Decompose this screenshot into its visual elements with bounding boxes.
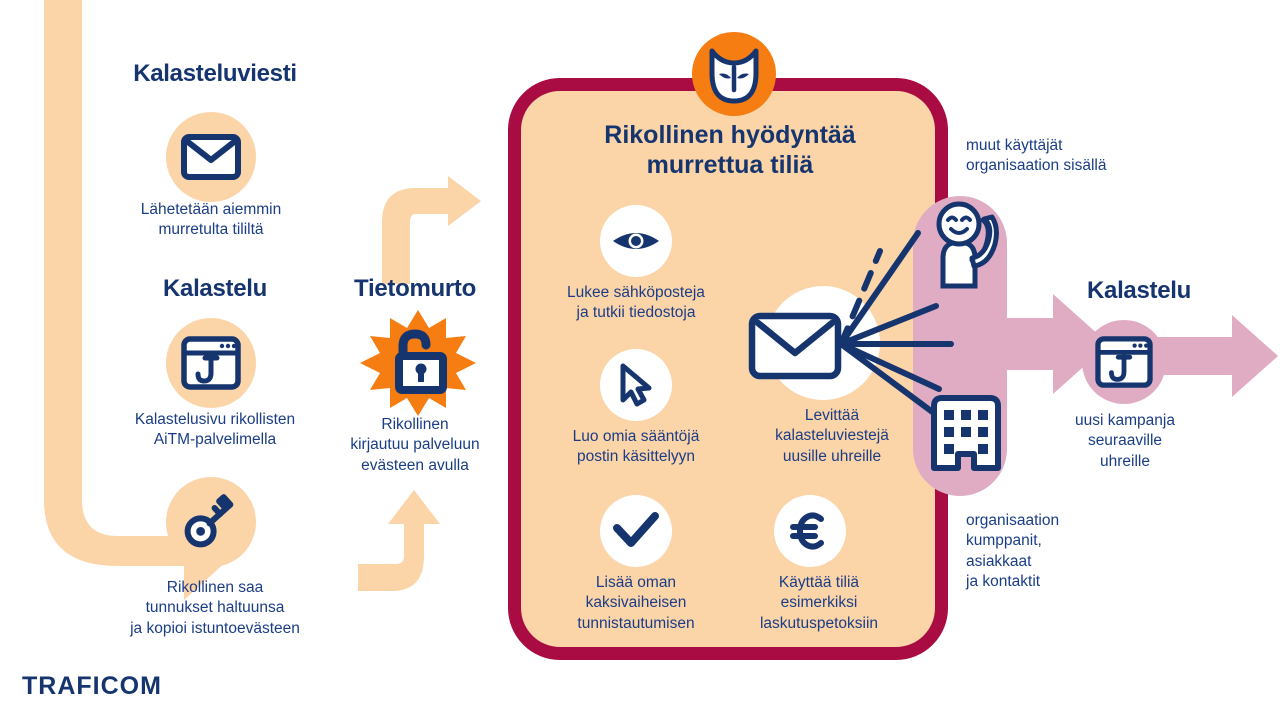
- caption-line: uhreille: [1100, 452, 1150, 470]
- waving-person-icon: [936, 201, 999, 289]
- euro-icon: [790, 512, 824, 550]
- browser-hook-icon-badge-left: [166, 318, 256, 408]
- caption-line: ja kopioi istuntoevästeen: [130, 619, 300, 637]
- cursor-icon-badge: [600, 349, 672, 421]
- caption-spread: Levittää kalasteluviestejä uusille uhrei…: [742, 406, 922, 467]
- eye-icon: [613, 233, 659, 249]
- arrow-left-up: [358, 490, 440, 591]
- caption-line: kumppanit,: [966, 532, 1042, 550]
- browser-hook-icon-badge-right: [1082, 320, 1166, 404]
- mask-icon: [709, 48, 759, 104]
- eye-icon-badge: [600, 205, 672, 277]
- caption-phishing-site: Kalastelusivu rikollisten AiTM-palvelime…: [90, 410, 340, 451]
- caption-line: muut käyttäjät: [966, 137, 1063, 154]
- check-icon-badge: [600, 495, 672, 567]
- caption-line: Luo omia sääntöjä: [572, 428, 700, 445]
- key-icon: [184, 494, 234, 548]
- caption-line: Lisää oman: [595, 574, 677, 591]
- caption-line: organisaation: [966, 512, 1060, 529]
- caption-line: kaksivaiheisen: [585, 594, 687, 612]
- caption-read-emails: Lukee sähköposteja ja tutkii tiedostoja: [540, 283, 732, 324]
- label-partners-customers: organisaation kumppanit, asiakkaat ja ko…: [966, 511, 1176, 593]
- caption-line: uusi kampanja: [1075, 412, 1175, 429]
- cursor-icon: [620, 363, 652, 407]
- caption-line: uusille uhreille: [782, 447, 882, 465]
- caption-breach: Rikollinen kirjautuu palveluun evästeen …: [320, 415, 510, 476]
- check-icon: [613, 512, 659, 547]
- caption-line: Kalastelusivu rikollisten: [134, 411, 296, 428]
- heading-phishing-site: Kalastelu: [162, 275, 267, 302]
- browser-hook-icon: [181, 336, 241, 390]
- caption-create-rules: Luo omia sääntöjä postin käsittelyyn: [545, 427, 727, 468]
- caption-phishing-message: Lähetetään aiemmin murretulta tililtä: [96, 200, 326, 241]
- arrow-right-pink: [1148, 315, 1278, 397]
- caption-line: Levittää: [804, 407, 860, 424]
- browser-hook-icon: [1095, 336, 1153, 388]
- envelope-rays-icon: [748, 230, 965, 437]
- caption-credentials: Rikollinen saa tunnukset haltuunsa ja ko…: [80, 578, 350, 639]
- caption-line: postin käsittelyyn: [576, 448, 696, 466]
- label-other-users: muut käyttäjät organisaation sisällä: [966, 136, 1186, 177]
- caption-line: Lukee sähköposteja: [567, 284, 705, 301]
- caption-line: murretulta tililtä: [158, 221, 264, 239]
- caption-line: Lähetetään aiemmin: [140, 201, 282, 218]
- caption-line: kirjautuu palveluun: [350, 436, 480, 454]
- caption-line: AiTM-palvelimella: [153, 431, 277, 449]
- unlocked-padlock-burst-icon-badge: [358, 308, 478, 423]
- traficom-logo: TRAFICOM: [22, 672, 162, 701]
- card-title: Rikollinen hyödyntää murrettua tiliä: [520, 120, 940, 180]
- envelope-icon-badge: [166, 112, 256, 202]
- caption-line: ja kontaktit: [966, 573, 1041, 591]
- unlocked-padlock-burst-icon: [360, 310, 476, 416]
- caption-line: tunnistautumisen: [577, 614, 695, 632]
- office-building-icon: [931, 395, 1001, 471]
- mask-icon-badge: [692, 32, 776, 116]
- card-title-line: Rikollinen hyödyntää: [604, 121, 856, 149]
- caption-add-mfa: Lisää oman kaksivaiheisen tunnistautumis…: [548, 573, 724, 634]
- heading-phishing-message: Kalasteluviesti: [133, 60, 297, 87]
- caption-line: Rikollinen: [381, 416, 449, 433]
- key-icon-badge: [166, 477, 256, 567]
- logo-text: TRAFICOM: [22, 672, 162, 700]
- caption-new-campaign: uusi kampanja seuraaville uhreille: [1040, 411, 1210, 472]
- caption-line: ja tutkii tiedostoja: [576, 304, 696, 322]
- caption-invoice-fraud: Käyttää tiliä esimerkiksi laskutuspetoks…: [730, 573, 908, 634]
- envelope-icon: [181, 134, 241, 180]
- caption-line: Käyttää tiliä: [778, 574, 860, 591]
- caption-line: evästeen avulla: [361, 456, 469, 474]
- caption-line: kalasteluviestejä: [775, 427, 889, 445]
- heading-breach: Tietomurto: [354, 275, 476, 302]
- caption-line: seuraaville: [1087, 432, 1163, 450]
- caption-line: Rikollinen saa: [166, 579, 264, 596]
- heading-new-campaign: Kalastelu: [1086, 277, 1191, 304]
- caption-line: organisaation sisällä: [966, 157, 1107, 175]
- arrow-up-right: [382, 176, 481, 284]
- caption-line: laskutuspetoksiin: [759, 614, 879, 632]
- caption-line: esimerkiksi: [780, 594, 858, 612]
- caption-line: asiakkaat: [966, 552, 1032, 570]
- caption-line: tunnukset haltuunsa: [145, 599, 285, 617]
- card-title-line: murrettua tiliä: [646, 151, 814, 179]
- euro-icon-badge: [774, 495, 846, 567]
